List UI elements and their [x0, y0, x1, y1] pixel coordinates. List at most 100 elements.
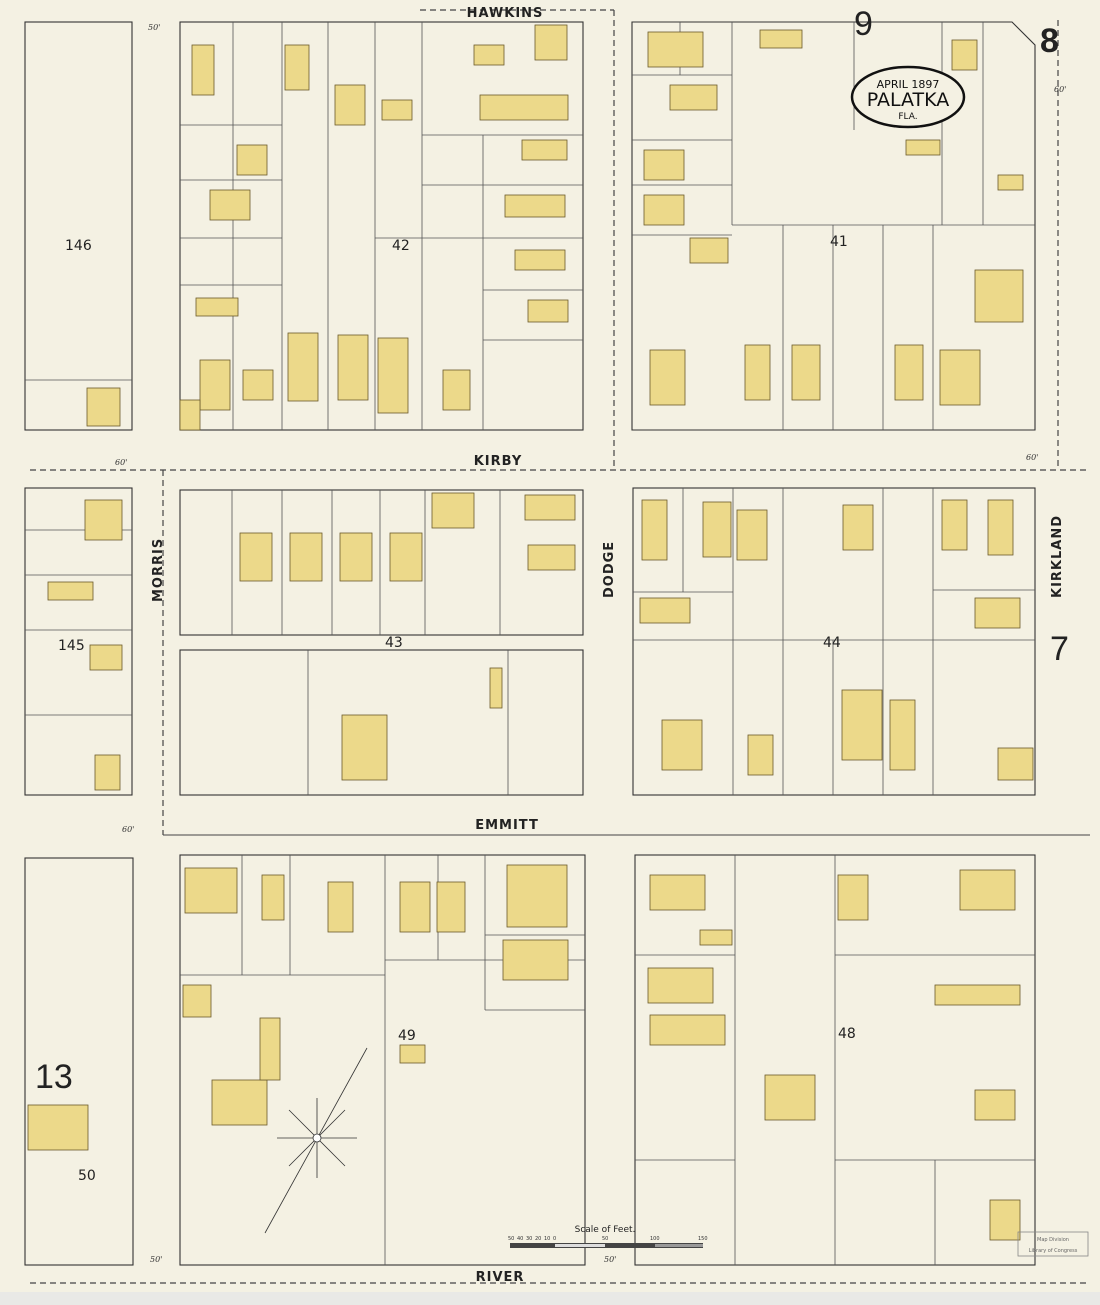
block-outline — [179, 854, 586, 1266]
building-footprint — [643, 194, 685, 226]
building-footprint — [337, 334, 369, 401]
compass-center — [312, 1133, 322, 1143]
block-outline — [179, 21, 584, 431]
building-footprint — [239, 532, 273, 582]
building-footprint — [259, 1017, 281, 1081]
building-footprint — [791, 344, 821, 401]
title-cartouche: APRIL 1897 PALATKA FLA. — [850, 65, 966, 129]
building-footprint — [334, 84, 366, 126]
adjacent-sheet-13: 13 — [35, 1058, 73, 1096]
street-width-label: 50' — [148, 23, 160, 32]
scale-bar-body — [510, 1243, 703, 1248]
building-footprint — [987, 499, 1014, 556]
lot-lines — [25, 22, 1035, 1265]
building-footprint — [341, 714, 388, 781]
building-footprint — [747, 734, 774, 776]
building-footprint — [179, 399, 201, 431]
block-44: 44 — [823, 635, 841, 651]
building-footprint — [284, 44, 310, 91]
street-lines — [30, 9, 1090, 1284]
street-width-label: 50' — [604, 1255, 616, 1264]
building-footprint — [527, 299, 569, 323]
title-city: PALATKA — [867, 89, 950, 111]
street-width-label: 60' — [115, 458, 127, 467]
building-footprint — [643, 149, 685, 181]
scale-tick-label: 30 — [526, 1236, 532, 1242]
building-footprint — [431, 492, 475, 529]
building-footprint — [195, 297, 239, 317]
building-footprint — [649, 874, 706, 911]
building-footprint — [941, 499, 968, 551]
building-footprint — [889, 699, 916, 771]
building-footprint — [473, 44, 505, 66]
building-footprint — [504, 194, 566, 218]
building-footprint — [974, 269, 1024, 323]
street-kirby: KIRBY — [474, 454, 523, 469]
scale-bar-segment — [655, 1244, 703, 1247]
building-footprint — [759, 29, 803, 49]
building-footprint — [997, 174, 1024, 191]
block-50: 50 — [78, 1168, 96, 1184]
block-outline — [631, 21, 1036, 431]
building-footprint — [389, 532, 423, 582]
building-footprint — [649, 349, 686, 406]
street-width-label: 60' — [122, 825, 134, 834]
compass-rose — [264, 1047, 368, 1234]
scale-tick-label: 10 — [544, 1236, 550, 1242]
block-outline — [179, 649, 584, 796]
building-footprint — [989, 1199, 1021, 1241]
stamp-border — [1017, 1231, 1089, 1257]
buildings — [27, 24, 1034, 1241]
building-footprint — [841, 689, 883, 761]
adjacent-sheet-7: 7 — [1050, 630, 1069, 668]
scale-tick-label: 0 — [553, 1236, 556, 1242]
block-outline — [24, 21, 133, 431]
building-footprint — [287, 332, 319, 402]
street-width-label: 50' — [150, 1255, 162, 1264]
building-footprint — [894, 344, 924, 401]
scale-tick-label: 50 — [602, 1236, 608, 1242]
scale-tick-label: 150 — [698, 1236, 708, 1242]
building-footprint — [381, 99, 413, 121]
scale-tick-label: 100 — [650, 1236, 660, 1242]
building-footprint — [534, 24, 568, 61]
building-footprint — [89, 644, 123, 671]
building-footprint — [939, 349, 981, 406]
building-footprint — [261, 874, 285, 921]
sheet-number: 8 — [1040, 22, 1059, 60]
building-footprint — [905, 139, 941, 156]
building-footprint — [184, 867, 238, 914]
building-footprint — [182, 984, 212, 1018]
building-footprint — [647, 967, 714, 1004]
street-river: RIVER — [476, 1270, 525, 1285]
building-footprint — [934, 984, 1021, 1006]
block-43: 43 — [385, 635, 403, 651]
title-state: FLA. — [898, 112, 917, 122]
stamp-line-1: Map Division — [1037, 1237, 1069, 1243]
building-footprint — [506, 864, 568, 928]
building-footprint — [702, 501, 732, 558]
building-footprint — [764, 1074, 816, 1121]
building-footprint — [339, 532, 373, 582]
building-footprint — [951, 39, 978, 71]
building-footprint — [502, 939, 569, 981]
building-footprint — [524, 494, 576, 521]
block-48: 48 — [838, 1026, 856, 1042]
building-footprint — [191, 44, 215, 96]
library-stamp: Map Division Library of Congress — [1017, 1231, 1089, 1257]
building-footprint — [647, 31, 704, 68]
title-date: APRIL 1897 — [877, 78, 940, 91]
block-outline — [24, 487, 133, 796]
building-footprint — [399, 1044, 426, 1064]
building-footprint — [86, 387, 121, 427]
building-footprint — [442, 369, 471, 411]
building-footprint — [699, 929, 733, 946]
block-outline — [632, 487, 1036, 796]
stamp-line-2: Library of Congress — [1029, 1248, 1078, 1254]
scale-label: Scale of Feet. — [575, 1225, 636, 1235]
building-footprint — [641, 499, 668, 561]
building-footprint — [436, 881, 466, 933]
title-oval — [850, 65, 966, 129]
